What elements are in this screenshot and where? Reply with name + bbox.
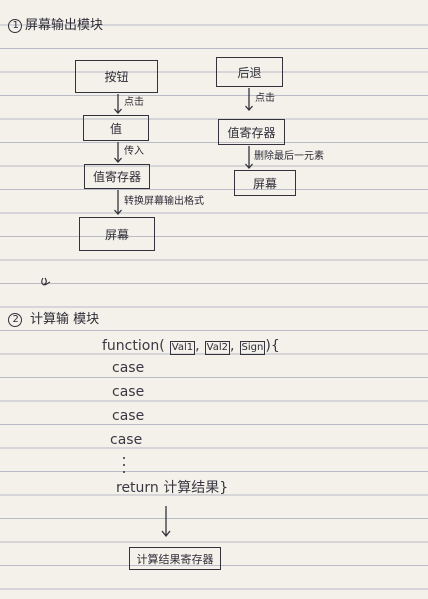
- left-arrow2-label: 传入: [124, 146, 144, 157]
- left-screen-box: 屏幕: [79, 217, 155, 251]
- left-register-box-label: 值寄存器: [92, 170, 141, 184]
- section1-title: 屏幕输出模块: [25, 18, 104, 33]
- right-screen-box-label: 屏幕: [252, 176, 277, 191]
- function-keyword: function: [102, 338, 160, 354]
- case-line-3: case: [112, 408, 145, 424]
- result-register-box-label: 计算结果寄存器: [136, 552, 214, 566]
- case-line-4: case: [110, 432, 143, 448]
- section2-number-circle: [8, 313, 22, 327]
- right-arrow2-label: 删除最后一元素: [254, 151, 324, 162]
- result-register-box: 计算结果寄存器: [129, 547, 221, 570]
- function-signature: function( Val1, Val2, Sign){: [102, 335, 280, 355]
- right-arrow1-label: 点击: [255, 93, 275, 104]
- open-paren: (: [159, 338, 165, 354]
- right-register-box-label: 值寄存器: [227, 125, 276, 140]
- button-box: 按钮: [75, 60, 158, 93]
- value-box: 值: [83, 115, 149, 141]
- comma-2: ,: [230, 338, 235, 354]
- left-arrow3-label: 转换屏幕输出格式: [124, 196, 204, 207]
- case-line-1: case: [112, 360, 145, 376]
- back-box: 后退: [216, 57, 283, 87]
- comma-1: ,: [195, 338, 200, 354]
- section1-number-circle: [8, 19, 22, 33]
- right-register-box: 值寄存器: [218, 119, 285, 145]
- back-box-label: 后退: [237, 65, 262, 80]
- section2-title: 计算输 模块: [30, 312, 100, 327]
- return-line: return 计算结果}: [116, 480, 229, 496]
- section1-number: 1: [12, 20, 19, 31]
- section2-number: 2: [12, 314, 19, 325]
- left-screen-box-label: 屏幕: [104, 227, 129, 242]
- value-box-label: 值: [109, 121, 122, 136]
- param-sign: Sign: [239, 341, 266, 355]
- button-box-label: 按钮: [104, 70, 129, 84]
- param-val2: Val2: [204, 341, 230, 355]
- right-screen-box: 屏幕: [234, 170, 296, 196]
- close-paren-brace: ){: [265, 338, 280, 354]
- case-line-2: case: [112, 384, 145, 400]
- left-register-box: 值寄存器: [84, 164, 150, 189]
- left-arrow1-label: 点击: [124, 97, 144, 108]
- param-val1: Val1: [169, 341, 196, 355]
